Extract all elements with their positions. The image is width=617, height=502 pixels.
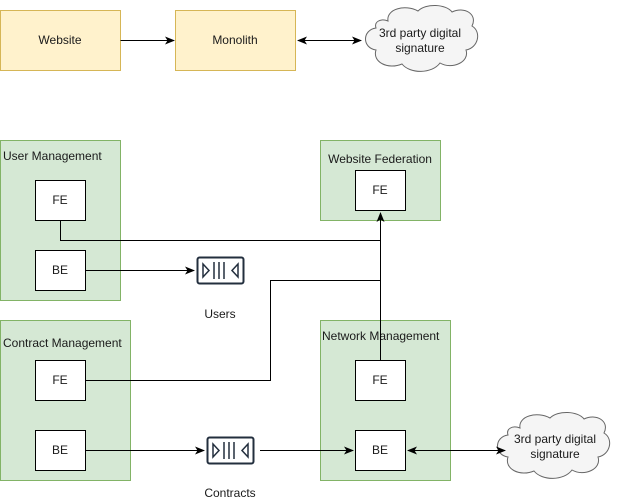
network-management-be[interactable]: BE [355,430,406,471]
contract-fe-to-federation-line [85,280,381,381]
contract-management-title: Contract Management [3,336,122,350]
svg-text:FE: FE [372,183,387,197]
website-federation-fe[interactable]: FE [355,170,406,211]
svg-text:BE: BE [52,263,68,277]
network-management-fe[interactable]: FE [355,360,406,401]
user-management-fe[interactable]: FE [35,180,86,221]
users-queue-label: Users [204,307,235,321]
svg-text:FE: FE [372,373,387,387]
contracts-queue-icon[interactable] [206,436,255,465]
contracts-queue-label: Contracts [204,486,255,500]
user-management-title: User Management [3,149,102,163]
svg-text:FE: FE [52,193,67,207]
cloud-bottom-label-line2: signature [530,447,580,461]
network-management-title: Network Management [322,329,440,343]
users-queue-icon[interactable] [196,256,245,285]
user-management-be[interactable]: BE [35,250,86,291]
svg-text:BE: BE [52,443,68,457]
svg-text:FE: FE [52,373,67,387]
website-box[interactable]: Website [0,10,121,71]
user-fe-to-federation-line [60,220,381,241]
svg-text:BE: BE [372,443,388,457]
cloud-label-line1: 3rd party digital [379,26,461,40]
third-party-cloud-top[interactable]: 3rd party digital signature [365,5,479,72]
cloud-bottom-label-line1: 3rd party digital [514,432,596,446]
cloud-label-line2: signature [395,41,445,55]
monolith-box[interactable]: Monolith [175,10,296,71]
contract-management-be[interactable]: BE [35,430,86,471]
website-federation-title: Website Federation [328,152,432,166]
website-label: Website [38,33,81,47]
third-party-cloud-bottom[interactable]: 3rd party digital signature [497,412,611,479]
contract-management-fe[interactable]: FE [35,360,86,401]
monolith-label: Monolith [212,33,257,47]
